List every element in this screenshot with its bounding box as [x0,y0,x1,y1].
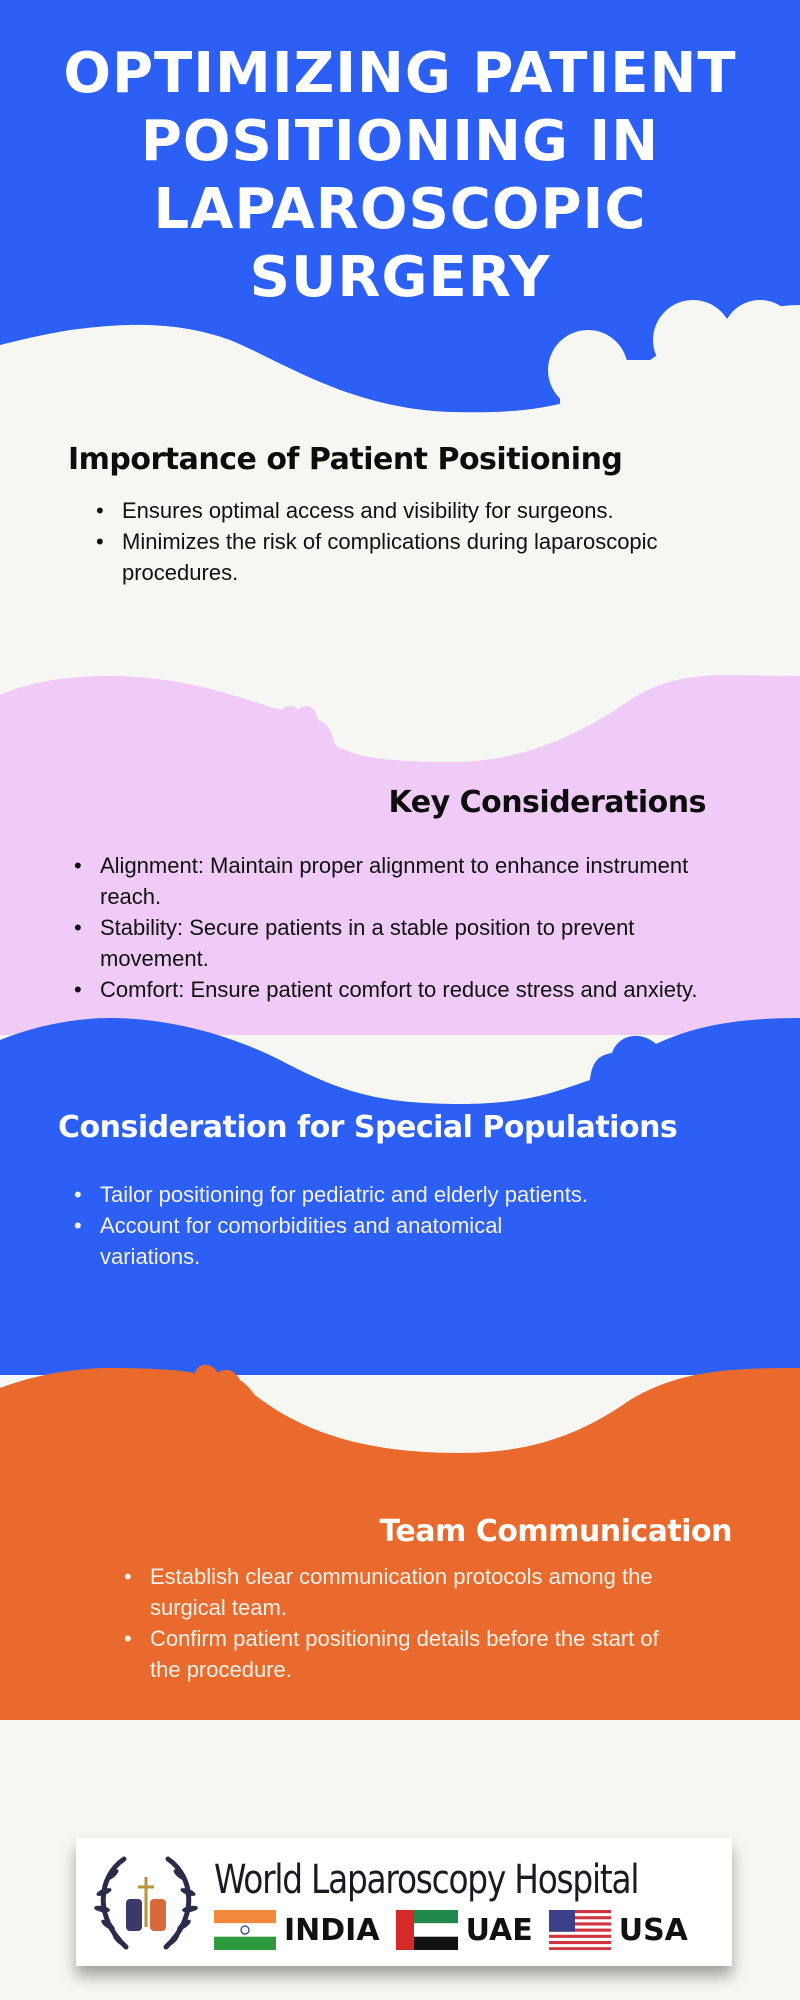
section-heading: Key Considerations [388,785,707,820]
logo-text-block: World Laparoscopy Hospital INDIA UAE [206,1854,731,1950]
list-item: Tailor positioning for pediatric and eld… [70,1179,588,1210]
page-title: OPTIMIZING PATIENT POSITIONING IN LAPARO… [63,41,737,310]
section-heading: Consideration for Special Populations [58,1110,678,1145]
usa-flag-icon [548,1910,611,1950]
list-item: Establish clear communication protocols … [120,1561,680,1623]
header-wave [0,0,800,413]
list-item: Alignment: Maintain proper alignment to … [70,850,720,912]
section-team-communication: Team Communication Establish clear commu… [120,1514,740,1685]
section-key-considerations: Key Considerations Alignment: Maintain p… [70,785,720,1005]
india-flag-icon [214,1910,276,1950]
section-importance: Importance of Patient Positioning Ensure… [68,442,728,588]
list-item: Confirm patient positioning details befo… [120,1623,680,1685]
section-heading: Importance of Patient Positioning [68,442,623,477]
bullet-list: Tailor positioning for pediatric and eld… [70,1179,588,1272]
section-heading: Team Communication [379,1514,732,1549]
list-item: Comfort: Ensure patient comfort to reduc… [70,974,720,1005]
list-item: Minimizes the risk of complications duri… [92,526,712,588]
section-special-populations: Consideration for Special Populations Ta… [58,1110,758,1272]
country-label: INDIA [284,1912,380,1948]
country-flags: INDIA UAE USA [214,1910,731,1950]
list-item: Ensures optimal access and visibility fo… [92,495,712,526]
logo-name: World Laparoscopy Hospital [214,1857,639,1903]
list-item: Stability: Secure patients in a stable p… [70,912,720,974]
country-label: UAE [465,1912,533,1948]
list-item: Account for comorbidities and anatomical… [70,1210,540,1272]
hospital-logo: World Laparoscopy Hospital INDIA UAE [76,1838,732,1966]
bullet-list: Establish clear communication protocols … [120,1561,680,1685]
country-label: USA [618,1912,688,1948]
bullet-list: Ensures optimal access and visibility fo… [92,495,712,588]
wreath-emblem-icon [94,1856,198,1950]
uae-flag-icon [395,1910,458,1950]
bullet-list: Alignment: Maintain proper alignment to … [70,850,720,1005]
